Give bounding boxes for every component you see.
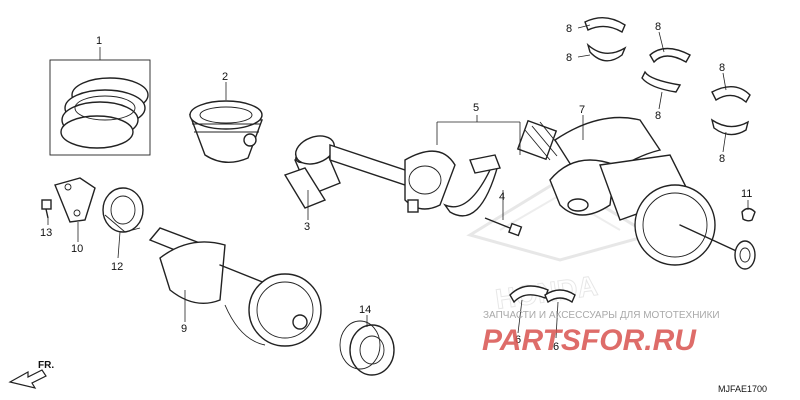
callout-4: 4 xyxy=(499,191,505,203)
connecting-rod xyxy=(294,135,456,213)
balancer-shaft xyxy=(148,227,322,347)
leader-lines xyxy=(47,24,749,339)
crankshaft xyxy=(516,116,756,270)
callout-10: 10 xyxy=(71,243,83,255)
callout-8d: 8 xyxy=(655,110,661,122)
callout-14: 14 xyxy=(359,304,371,316)
callout-8a: 8 xyxy=(566,23,572,35)
watermark-tagline: ЗАПЧАСТИ И АКСЕССУАРЫ ДЛЯ МОТОТЕХНИКИ xyxy=(483,310,720,321)
main-bearing-upper-1 xyxy=(584,17,627,62)
callout-6b: 6 xyxy=(553,341,559,353)
callout-8e: 8 xyxy=(719,62,725,74)
callout-6a: 6 xyxy=(515,334,521,346)
bearing-retainer-plate xyxy=(54,177,96,223)
callout-8c: 8 xyxy=(655,21,661,33)
ball-bearing-balancer xyxy=(102,187,144,233)
piston xyxy=(188,100,263,163)
callout-2: 2 xyxy=(222,71,228,83)
callout-9: 9 xyxy=(181,323,187,335)
conrod-bearing-upper xyxy=(509,285,576,304)
main-bearing-upper-3 xyxy=(710,86,751,136)
callout-7: 7 xyxy=(579,104,585,116)
callout-8b: 8 xyxy=(566,52,572,64)
callout-5: 5 xyxy=(473,102,479,114)
ball-bearing-crank xyxy=(339,320,395,376)
conrod-bolt xyxy=(484,217,523,237)
callout-1: 1 xyxy=(96,35,102,47)
callout-11: 11 xyxy=(741,188,752,200)
piston-ring-set xyxy=(49,59,151,156)
conrod-bearing-cap xyxy=(442,154,501,217)
front-direction-arrow: FR. xyxy=(8,360,54,389)
main-bearing-upper-2 xyxy=(641,47,691,93)
callout-8f: 8 xyxy=(719,153,725,165)
diagram-code: MJFAE1700 xyxy=(718,384,767,394)
callouts: 1 2 3 4 5 6 6 7 8 8 8 8 8 8 9 10 11 12 1… xyxy=(40,21,752,353)
retainer-bolt xyxy=(41,199,52,219)
callout-12: 12 xyxy=(111,261,123,273)
callout-13: 13 xyxy=(40,227,52,239)
woodruff-key xyxy=(741,207,756,222)
callout-3: 3 xyxy=(304,221,310,233)
watermark-brand: PARTSFOR.RU xyxy=(482,324,697,357)
direction-label: FR. xyxy=(38,360,54,371)
